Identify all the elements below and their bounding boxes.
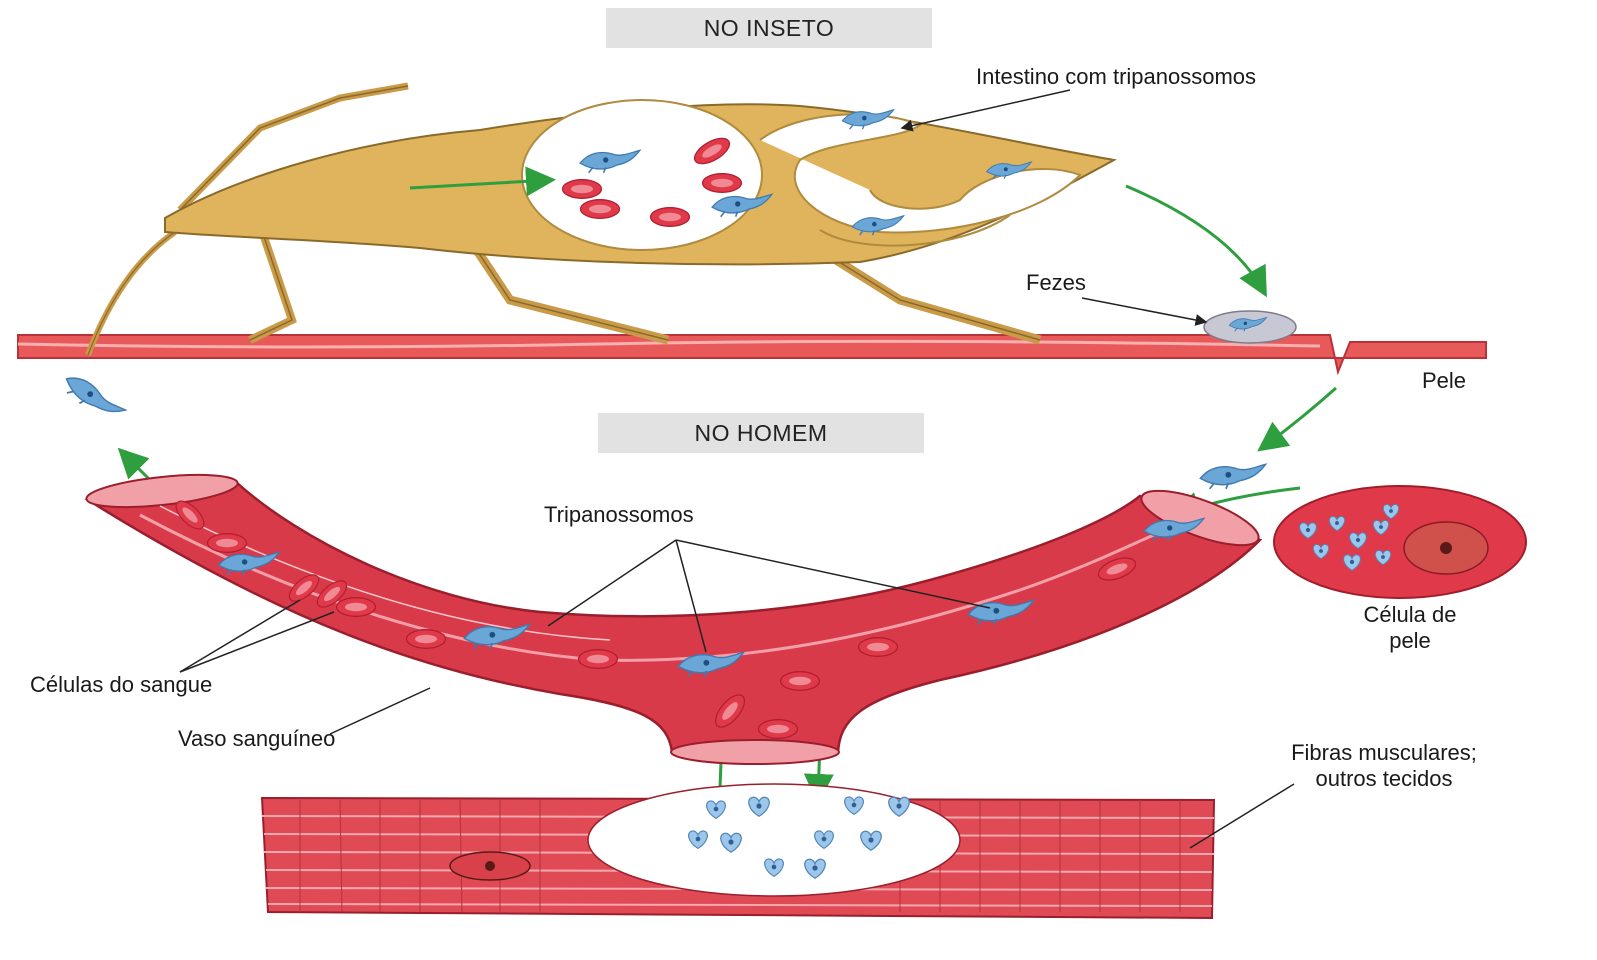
trypanosomes-label: Tripanossomos [544, 502, 694, 528]
muscle-fibers [262, 784, 1214, 918]
muscle-label-line1: Fibras musculares; [1204, 740, 1564, 766]
feces-drop [1204, 311, 1296, 343]
feces-label: Fezes [1026, 270, 1086, 296]
skin-cell-label-line2: pele [1340, 628, 1480, 654]
blood-vessel-label: Vaso sanguíneo [178, 726, 335, 752]
skin-cell [1274, 486, 1526, 598]
muscle-label-line2: outros tecidos [1204, 766, 1564, 792]
intestine-label: Intestino com tripanossomos [976, 64, 1256, 90]
skin-label: Pele [1422, 368, 1466, 394]
insect-bug [88, 86, 1114, 355]
human-section-title: NO HOMEM [598, 413, 924, 453]
insect-section-title: NO INSETO [606, 8, 932, 48]
blood-cells-label: Células do sangue [30, 672, 212, 698]
skin-cell-label-line1: Célula de [1340, 602, 1480, 628]
